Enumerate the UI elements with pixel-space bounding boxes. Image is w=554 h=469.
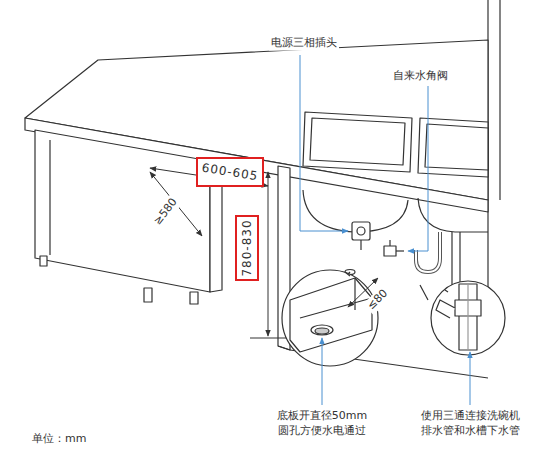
callout-label: 自来水角阀	[391, 69, 450, 84]
highlight-box: 600-605	[196, 157, 265, 188]
callout-label: 电源三相插头	[269, 36, 339, 51]
highlight-box: 780-830	[235, 215, 259, 280]
callout-label: 使用三通连接洗碗机 排水管和水槽下水管	[398, 409, 542, 439]
unit-note: 单位：mm	[30, 432, 88, 447]
dimension-value: 600-605	[201, 161, 260, 184]
callout-label: 底板开直径50mm 圆孔方便水电通过	[245, 409, 399, 439]
dimension-value: 780-830	[240, 219, 254, 276]
